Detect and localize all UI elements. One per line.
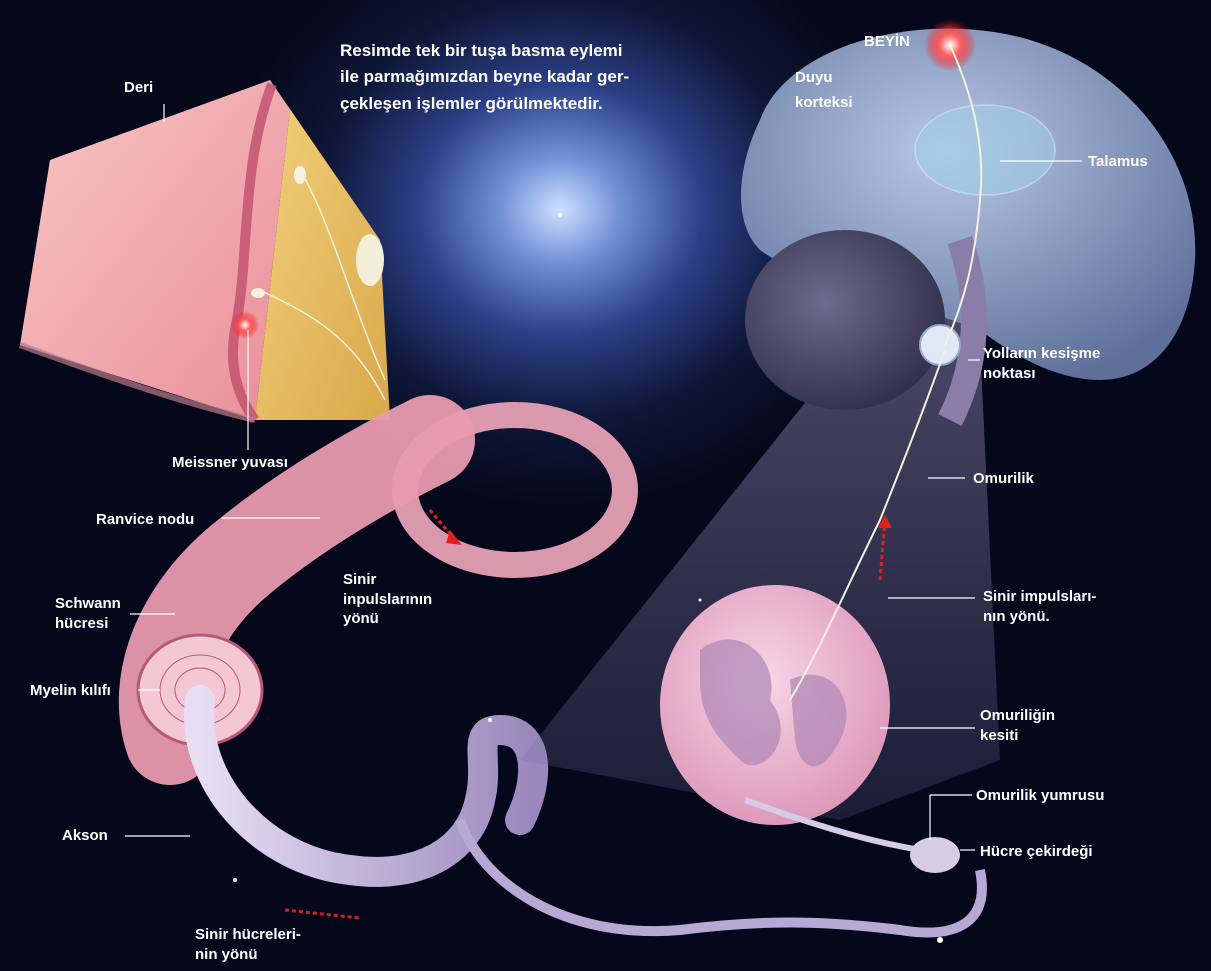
label-schwann: Schwann hücresi xyxy=(55,594,121,633)
label-sinir-hucreleri: Sinir hücreleri- nin yönü xyxy=(195,925,301,964)
label-line: Omuriliğin xyxy=(980,706,1055,726)
label-line: Yolların kesişme xyxy=(983,344,1100,364)
label-line: noktası xyxy=(983,364,1100,384)
label-line: yönü xyxy=(343,609,432,629)
caption-line: Resimde tek bir tuşa basma eylemi xyxy=(340,38,718,64)
label-line: hücresi xyxy=(55,614,121,634)
label-line: kesiti xyxy=(980,726,1055,746)
axon-thin xyxy=(460,820,982,933)
meissner-corpuscle xyxy=(251,288,265,298)
label-line: nin yönü xyxy=(195,945,301,965)
skin-outer-face xyxy=(20,80,290,420)
label-omurilik-yumrusu: Omurilik yumrusu xyxy=(976,786,1104,806)
label-talamus: Talamus xyxy=(1088,152,1148,172)
spinal-section-body xyxy=(660,585,890,825)
label-meissner: Meissner yuvası xyxy=(172,453,288,473)
thalamus xyxy=(915,105,1055,195)
label-duyu-korteksi: Duyu korteksi xyxy=(795,66,853,116)
label-line: inpulslarının xyxy=(343,590,432,610)
direction-arrow xyxy=(285,910,360,918)
label-hucre-cekirdegi: Hücre çekirdeği xyxy=(980,842,1093,862)
cerebellum xyxy=(745,230,945,410)
signal-glow xyxy=(231,311,259,339)
label-line: Schwann xyxy=(55,594,121,614)
label-line: korteksi xyxy=(795,91,853,116)
label-myelin: Myelin kılıfı xyxy=(30,681,111,701)
pacinian-corpuscle xyxy=(356,234,384,286)
label-ranvice: Ranvice nodu xyxy=(96,510,194,530)
label-sinir-impuls: Sinir impulsları- nın yönü. xyxy=(983,587,1096,626)
label-omurilik-kesiti: Omuriliğin kesiti xyxy=(980,706,1055,745)
label-line: Sinir impulsları- xyxy=(983,587,1096,607)
label-line: nın yönü. xyxy=(983,607,1096,627)
caption: Resimde tek bir tuşa basma eylemi ile pa… xyxy=(340,38,718,117)
label-line: Sinir hücreleri- xyxy=(195,925,301,945)
label-beyin: BEYİN xyxy=(864,32,910,52)
label-deri: Deri xyxy=(124,78,153,98)
label-line: Duyu xyxy=(795,66,853,91)
label-yollarin-kesisme: Yolların kesişme noktası xyxy=(983,344,1100,383)
caption-line: ile parmağımızdan beyne kadar ger- xyxy=(340,64,718,90)
label-line: Sinir xyxy=(343,570,432,590)
receptor xyxy=(294,166,306,184)
crossing-point xyxy=(920,325,960,365)
skin-block xyxy=(20,80,390,420)
label-akson: Akson xyxy=(62,826,108,846)
dorsal-root-ganglion xyxy=(910,837,960,873)
label-sinir-inpuls: Sinir inpulslarının yönü xyxy=(343,570,432,629)
caption-line: çekleşen işlemler görülmektedir. xyxy=(340,91,718,117)
label-omurilik: Omurilik xyxy=(973,469,1034,489)
